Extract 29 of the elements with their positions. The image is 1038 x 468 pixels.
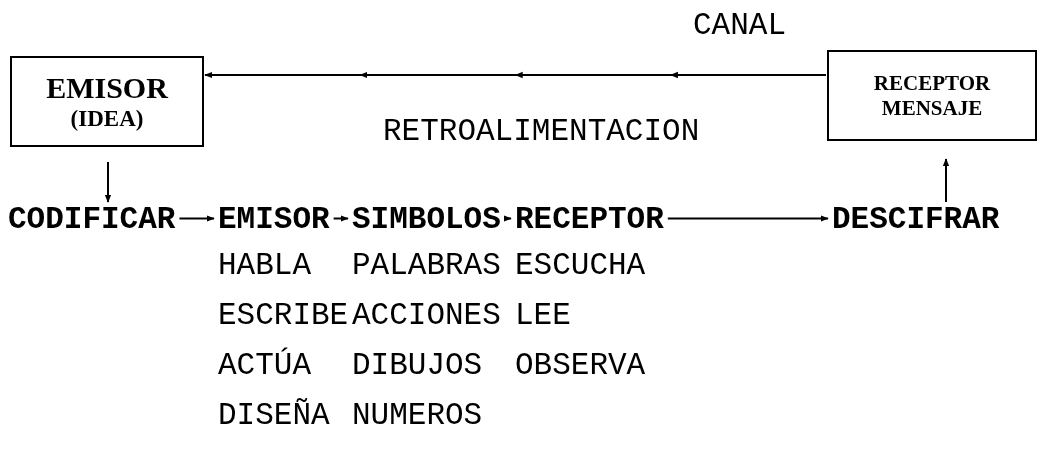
action-word: ACCIONES: [352, 300, 501, 331]
box-title: RECEPTOR MENSAJE: [872, 71, 992, 120]
action-word: PALABRAS: [352, 250, 501, 281]
arrow: [178, 215, 215, 222]
action-word: OBSERVA: [515, 350, 646, 381]
action-word: ESCUCHA: [515, 250, 646, 281]
action-word: DIBUJOS: [352, 350, 483, 381]
arrow: [204, 71, 827, 79]
stage-label: DESCIFRAR: [832, 204, 1000, 235]
action-word: LEE: [515, 300, 571, 331]
stage-label: CODIFICAR: [8, 204, 176, 235]
box-subtitle: (IDEA): [70, 105, 144, 132]
arrow: [942, 158, 950, 203]
action-word: NUMEROS: [352, 400, 483, 431]
process-box: [10, 56, 204, 147]
arrow: [503, 215, 512, 222]
action-word: DISEÑA: [218, 400, 330, 431]
arrow: [104, 161, 112, 203]
box-title: EMISOR: [46, 71, 168, 106]
channel-label: RETROALIMENTACION: [383, 116, 700, 147]
stage-label: SIMBOLOS: [352, 204, 501, 235]
stage-label: RECEPTOR: [515, 204, 664, 235]
channel-label: CANAL: [693, 10, 786, 41]
process-box: [827, 50, 1037, 141]
stage-label: EMISOR: [218, 204, 330, 235]
action-word: HABLA: [218, 250, 311, 281]
arrow: [666, 215, 829, 222]
action-word: ESCRIBE: [218, 300, 349, 331]
arrow: [332, 215, 349, 222]
